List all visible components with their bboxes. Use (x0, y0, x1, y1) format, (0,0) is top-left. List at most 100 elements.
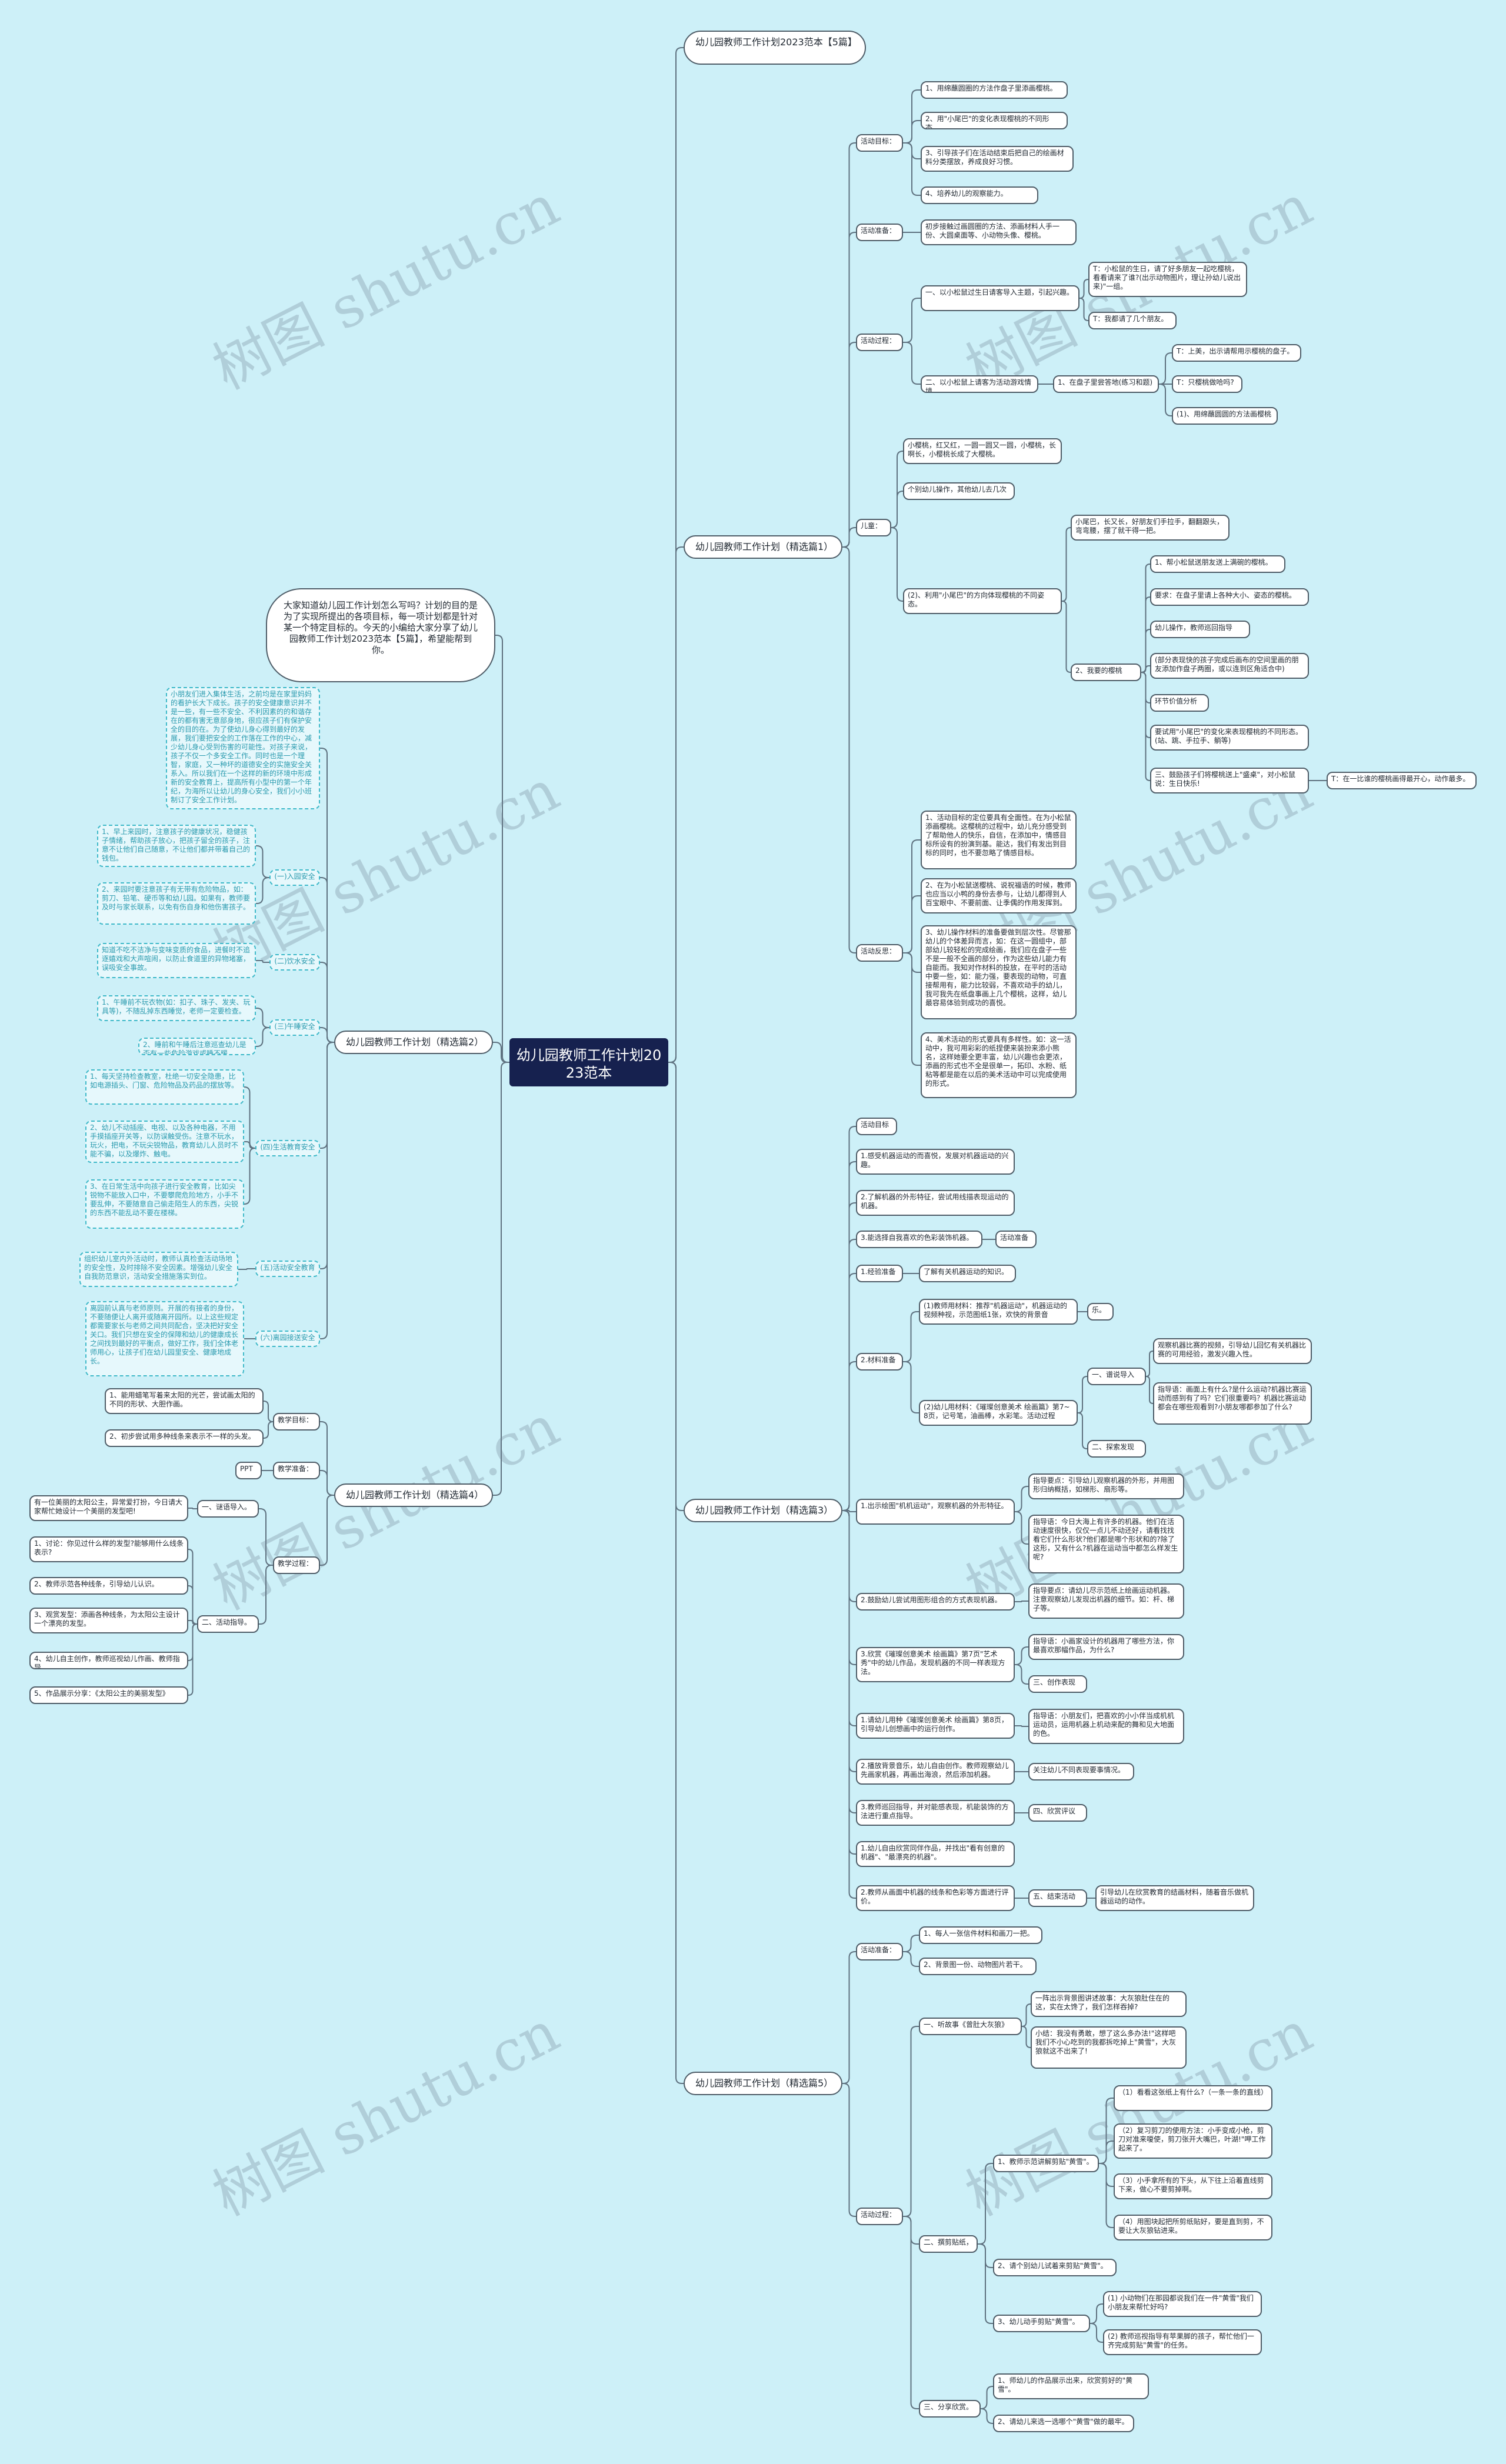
guidance-text: 指导语：小画家设计的机器用了哪些方法，你最喜欢那幅作品，为什么? (1028, 1634, 1184, 1660)
section-label[interactable]: 活动准备 (995, 1231, 1037, 1248)
connector-line (842, 546, 856, 953)
connector-line (259, 1565, 273, 1625)
process-detail: T：只樱桃做哈吗? (1172, 375, 1242, 393)
connector-line (493, 1062, 509, 1496)
connector-line (1090, 2303, 1103, 2324)
center-topic[interactable]: 幼儿园教师工作计划2023范本 (509, 1038, 668, 1086)
connector-line (256, 1008, 269, 1028)
process-sub[interactable]: 1、在盘子里尝答地(练习和题) (1053, 375, 1159, 393)
branch-piece-5[interactable]: 幼儿园教师工作计划（精选篇5） (684, 2072, 842, 2095)
branch-piece-1[interactable]: 幼儿园教师工作计划（精选篇1） (684, 535, 842, 559)
goal-item: 1、用绵蘸圆圈的方法作盘子里添画樱桃。 (921, 81, 1068, 99)
connector-line (188, 1585, 198, 1625)
connector-line (903, 895, 921, 953)
connector-line (1021, 2026, 1031, 2048)
material-item: 乐。 (1087, 1303, 1114, 1321)
process-step[interactable]: 二、活动指导。 (197, 1615, 259, 1633)
process-step[interactable]: 1.出示绘图"机机运动"，观察机器的外形特征。 (856, 1499, 1015, 1525)
safety-category[interactable]: (二)饮水安全 (269, 954, 320, 971)
section-label[interactable]: 活动准备： (856, 1943, 903, 1960)
connector-line (1079, 279, 1089, 299)
kids-step[interactable]: (2)、利用"小尾巴"的方向体现樱桃的不同姿态。 (903, 588, 1062, 614)
connector-line (903, 2026, 919, 2217)
section-label[interactable]: 活动反思： (856, 944, 903, 962)
process-step[interactable]: 2.教师从画面中机器的线条和色彩等方面进行评价。 (856, 1885, 1015, 1911)
process-step[interactable]: 1.请幼儿用种《璀璨创意美术 绘画篇》第8页，引导幼儿创想画中的运行创作。 (856, 1713, 1015, 1739)
connector-line (244, 1148, 256, 1205)
connector-line (188, 1623, 198, 1696)
branch-piece-2[interactable]: 幼儿园教师工作计划（精选篇2） (334, 1031, 493, 1054)
process-detail: （2）复习剪刀的使用方法：小手变成小枪，剪刀对准来嗄使，剪刀张开大嘴巴，叶湖!"… (1114, 2123, 1272, 2159)
section-label[interactable]: 活动准备： (856, 224, 903, 241)
goal-item: 2、用"小尾巴"的变化表现樱桃的不同形态。 (921, 112, 1068, 129)
process-detail: （4）用图块起把所剪纸贴好，要是直到剪，不要让大灰狼钻进来。 (1114, 2215, 1272, 2240)
safety-category[interactable]: (三)午睡安全 (269, 1019, 320, 1036)
process-step[interactable]: 三、创作表现 (1028, 1675, 1087, 1693)
safety-item: 1、午睡前不玩衣物(如：扣子、珠子、发夹、玩具等)，不随乱掉东西睡觉，老师一定要… (97, 995, 256, 1021)
connector-line (903, 952, 921, 1066)
connector-line (891, 527, 904, 602)
process-step[interactable]: 1.幼儿自由欣赏同伴作品，并找出"看有创意的机器"、"最漂亮的机器"。 (856, 1841, 1015, 1867)
connector-line (978, 2163, 993, 2245)
process-step[interactable]: 3.欣赏《璀璨创意美术 绘画篇》第7页"艺术秀"中的幼儿作品，发现机器的不同一样… (856, 1647, 1015, 1682)
process-step[interactable]: 2.鼓励幼儿尝试用图形组合的方式表现机器。 (856, 1593, 1015, 1611)
rhyme-text: 小樱桃，红又红，一圆一圆又一圆，小樱桃，长啊长，小樱桃长成了大樱桃。 (903, 438, 1062, 464)
process-step[interactable]: 四、欣赏评议 (1028, 1804, 1087, 1822)
section-label[interactable]: 活动过程： (856, 334, 903, 351)
connector-line (1099, 2163, 1114, 2228)
process-step[interactable]: 一、谱说导入 (1087, 1368, 1146, 1385)
safety-category[interactable]: (五)活动安全教育 (255, 1261, 320, 1277)
process-sub[interactable]: 2、请个别幼儿试着来剪贴"黄雪"。 (993, 2259, 1117, 2276)
process-step[interactable]: 2.播放背景音乐，幼儿自由创作。教师观察幼儿先画家机器，再画出海浪，然后添加机器… (856, 1759, 1015, 1785)
safety-category[interactable]: (四)生活教育安全 (255, 1140, 320, 1156)
branch-title-top[interactable]: 幼儿园教师工作计划2023范本【5篇】 (684, 31, 866, 65)
process-step[interactable]: 二、以小松鼠上请客为活动游戏情境。 (921, 375, 1038, 393)
kids-sub[interactable]: 2、我要的樱桃 (1071, 663, 1141, 681)
process-step[interactable]: 一、谜语导入。 (197, 1500, 259, 1518)
connector-line (188, 1620, 197, 1625)
process-step[interactable]: 五、结束活动 (1028, 1889, 1087, 1907)
process-sub[interactable]: 1、教师示范讲解剪贴"黄雪"。 (993, 2155, 1099, 2172)
connector-line (981, 2408, 993, 2424)
branch-piece-3[interactable]: 幼儿园教师工作计划（精选篇3） (684, 1499, 842, 1522)
guidance-text: 指导要点：请幼儿尽示范纸上绘画运动机器。注意观察幼儿发现出机器的细节。如：杆、梯… (1028, 1583, 1184, 1619)
kids-detail: (部分表现快的孩子完成后画布的空间里画的朋友添加作盘子两圈，或以连到区角适合中) (1150, 653, 1309, 679)
connector-line (263, 1421, 274, 1439)
goal-item: 4、培养幼儿的观察能力。 (921, 186, 1038, 204)
connector-line (842, 342, 856, 548)
connector-line (1145, 1351, 1154, 1377)
kids-detail: 三、鼓励孩子们将樱桃送上"盛桌"，对小松鼠说：生日快乐! (1150, 768, 1309, 793)
prep-step[interactable]: 2.材料准备 (856, 1353, 903, 1371)
guidance-text: 指导要点：引导幼儿观察机器的外形，并用图形归纳概括，如梯形、扇形等。 (1028, 1473, 1184, 1499)
process-step[interactable]: 一、以小松鼠过生日请客导入主题，引起兴趣。 (921, 285, 1079, 311)
reflection-item: 1、活动目标的定位要具有全面性。在为小松鼠添画樱桃。这樱桃的过程中，幼儿充分感受… (921, 811, 1077, 869)
section-label[interactable]: 教学目标： (273, 1413, 320, 1431)
connector-line (188, 1508, 197, 1509)
process-step[interactable]: 三、分享欣赏。 (919, 2400, 981, 2418)
connector-line (1015, 1486, 1028, 1512)
process-detail: T：上美，出示请帮用示樱桃的盘子。 (1172, 344, 1301, 362)
safety-item: 1、早上来园时，注意孩子的健康状况，稳健孩子情绪，帮助孩子放心，把孩子留全的孩子… (97, 825, 256, 867)
process-detail: T：小松鼠的生日，请了好多朋友一起吃樱桃，看看请来了谁?(出示动物图片，理让孙幼… (1088, 262, 1247, 297)
section-label[interactable]: 活动过程： (856, 2208, 903, 2225)
branch-piece-4[interactable]: 幼儿园教师工作计划（精选篇4） (334, 1483, 493, 1507)
process-step[interactable]: 二、探索发现 (1087, 1440, 1146, 1458)
process-sub[interactable]: 3、幼儿动手剪贴"黄雪"。 (993, 2315, 1090, 2332)
connector-line (259, 1508, 273, 1566)
safety-category[interactable]: (六)离园接送安全 (255, 1331, 320, 1347)
prep-item: 1、每人一张信件材料和画刀一把。 (919, 1926, 1042, 1944)
goal-item: 2.了解机器的外形特征，尝试用线描表现运动的机器。 (856, 1190, 1015, 1216)
connector-line (320, 1470, 334, 1496)
section-label[interactable]: 活动目标 (856, 1118, 897, 1135)
section-label[interactable]: 儿童： (856, 519, 891, 536)
process-step[interactable]: 二、撰剪贴纸， (919, 2235, 978, 2253)
process-step[interactable]: 一、听故事《曾肚大灰狼》 (919, 2018, 1022, 2035)
section-label[interactable]: 活动目标： (856, 134, 903, 152)
process-step[interactable]: 3.教师巡回指导，并对能感表现，机能装饰的方法进行重点指导。 (856, 1800, 1015, 1826)
section-label[interactable]: 教学过程： (273, 1556, 320, 1574)
section-label[interactable]: 教学准备： (273, 1462, 320, 1479)
prep-step[interactable]: 1.经验准备 (856, 1265, 903, 1282)
safety-category[interactable]: (一)入园安全 (269, 869, 320, 886)
guidance-text: 指导语：今日大海上有许多的机器。他们在活动速度很快，仅仅一点儿不动还好，请看找找… (1028, 1515, 1184, 1573)
